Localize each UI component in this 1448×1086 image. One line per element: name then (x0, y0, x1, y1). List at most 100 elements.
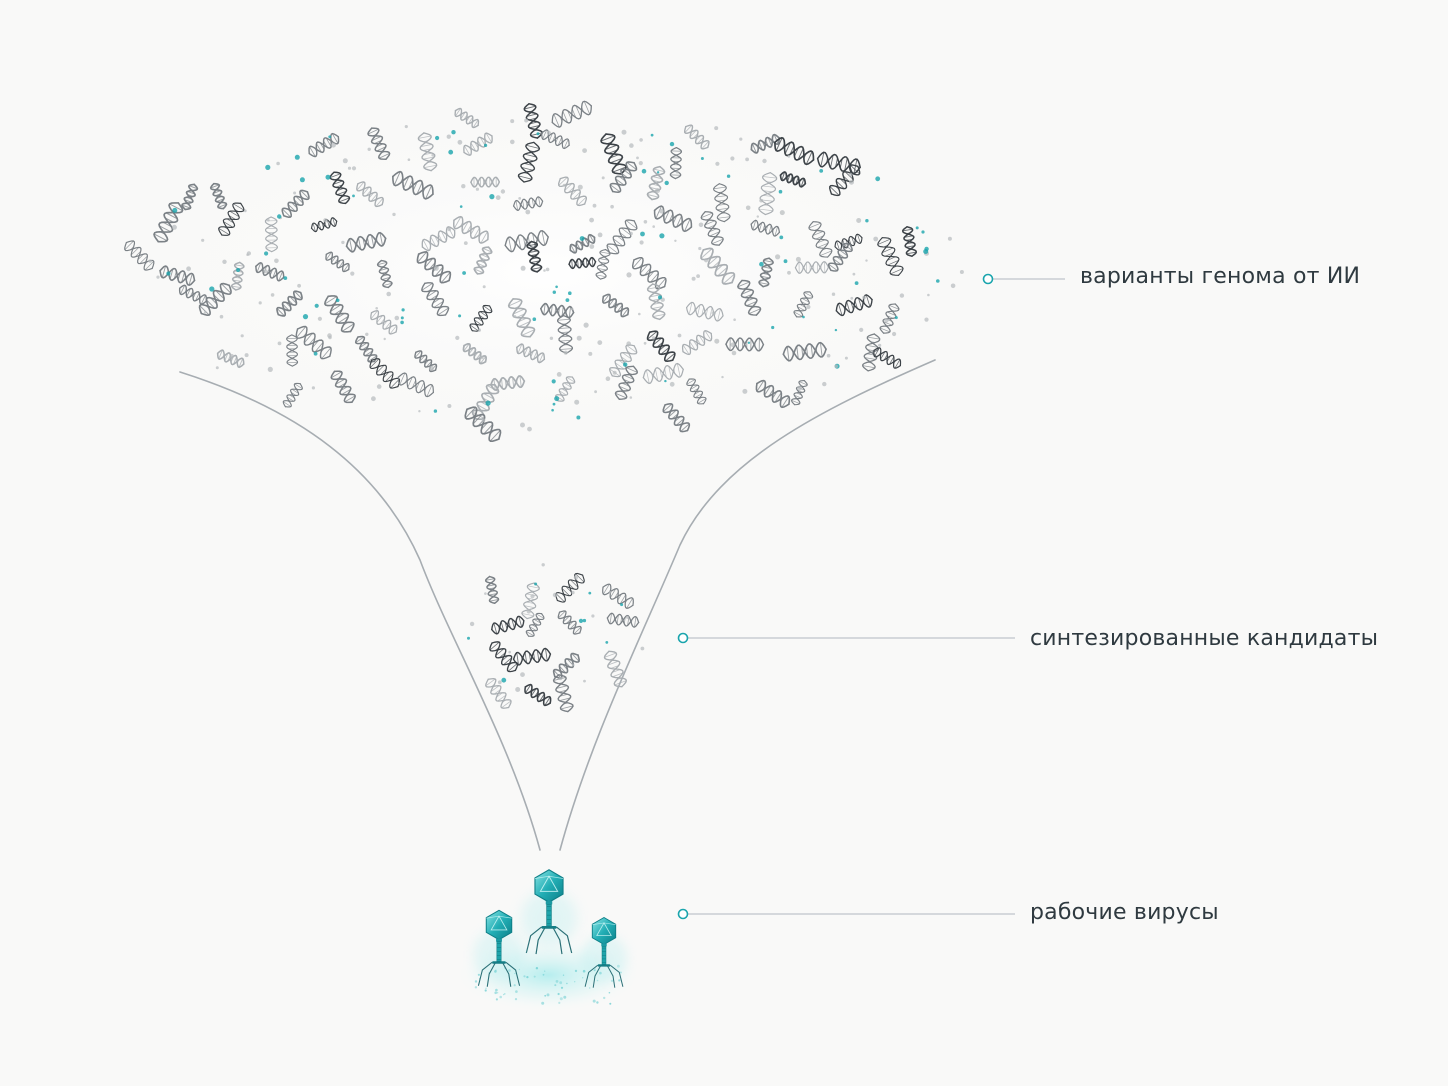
particle-dot (375, 307, 379, 310)
dna-helix-icon (829, 164, 861, 197)
particle-dot (270, 293, 275, 297)
particle-dot (577, 184, 583, 190)
particle-dot (485, 987, 487, 990)
particle-dot (783, 259, 788, 264)
dna-helix-icon (345, 231, 387, 253)
particle-dot (469, 621, 475, 627)
particle-dot (626, 272, 632, 278)
particle-dot (526, 976, 529, 979)
particle-dot (495, 195, 501, 201)
particle-dot (779, 210, 785, 216)
particle-dot (726, 174, 731, 178)
dna-helix-icon (608, 344, 638, 378)
particle-dot (554, 984, 557, 987)
particle-dot (892, 331, 897, 337)
particle-dot (809, 297, 813, 300)
dna-helix-icon (569, 233, 596, 254)
dna-helix-icon (737, 279, 762, 316)
particle-dot (565, 298, 570, 302)
particle-dot (618, 979, 621, 982)
dna-helix-icon (873, 347, 902, 369)
particle-dot (582, 977, 584, 979)
dna-helix-icon (276, 290, 303, 317)
dna-helix-icon (464, 406, 502, 443)
dna-helix-icon (491, 615, 525, 635)
particle-dot (696, 274, 700, 278)
particle-dot (555, 285, 558, 289)
working-viruses-group (453, 869, 643, 1013)
particle-dot (597, 340, 603, 345)
dna-helix-icon (686, 378, 707, 405)
particle-dot (541, 1001, 545, 1005)
particle-dot (656, 171, 660, 174)
particle-dot (219, 314, 224, 319)
particle-dot (463, 241, 468, 246)
particle-dot (433, 265, 439, 271)
particle-dot (601, 176, 605, 180)
particle-dot (849, 179, 854, 185)
particle-dot (664, 180, 669, 186)
dna-helix-icon (504, 229, 549, 253)
ring-marker-icon (982, 273, 994, 285)
particle-dot (525, 209, 531, 215)
dna-helix-icon (614, 365, 639, 400)
particle-dot (544, 970, 546, 972)
particle-dot (640, 646, 645, 651)
dna-helix-icon (325, 251, 350, 273)
particle-dot (639, 138, 643, 142)
funnel-right-line (559, 359, 936, 851)
dna-helix-icon (568, 256, 597, 270)
particle-dot (446, 134, 451, 139)
bacteriophage-icon (473, 909, 525, 987)
dna-helix-icon (779, 171, 807, 188)
dna-helix-icon (774, 136, 815, 166)
particle-dot (819, 169, 824, 173)
particle-dot (433, 409, 438, 413)
particle-dot (209, 286, 215, 292)
particle-dot (714, 338, 720, 344)
dna-helix-icon (755, 379, 791, 409)
dna-helix-icon (198, 282, 232, 317)
particle-dot (664, 379, 667, 383)
dna-helix-icon (794, 261, 829, 274)
particle-dot (495, 988, 498, 992)
particle-dot (530, 594, 535, 599)
funnel-left-line (179, 371, 541, 851)
dna-helix-icon (877, 237, 904, 276)
particle-dot (711, 311, 716, 316)
dna-helix-icon (861, 333, 881, 372)
particle-dot (802, 315, 805, 319)
particle-dot (775, 254, 781, 260)
particle-dot (489, 194, 495, 200)
particle-dot (552, 592, 558, 598)
dna-helix-icon (700, 247, 736, 285)
particle-dot (467, 636, 470, 640)
leader-lines (677, 273, 1065, 920)
particle-dot (510, 119, 515, 124)
particle-dot (203, 311, 207, 314)
particle-dot (759, 261, 764, 267)
particle-dot (342, 158, 348, 164)
particle-dot (350, 271, 355, 276)
particle-dot (555, 980, 559, 983)
particle-dot (475, 187, 479, 191)
dna-helix-icon (808, 221, 833, 258)
particle-dot (447, 227, 451, 232)
particle-dot (597, 232, 603, 238)
particle-dot (552, 290, 556, 294)
particle-dot (582, 148, 587, 154)
particle-dot (546, 130, 551, 135)
particle-dot (166, 271, 171, 276)
particle-dot (605, 641, 609, 644)
particle-dot (559, 997, 563, 1001)
particle-dot (655, 188, 661, 194)
particle-dot (376, 384, 382, 389)
dna-helix-icon (600, 133, 628, 175)
particle-dot (274, 258, 279, 264)
particle-dot (854, 281, 859, 285)
dna-helix-icon (646, 283, 666, 321)
particle-dot (834, 364, 838, 369)
particle-dot (479, 355, 484, 360)
particle-dot (831, 292, 836, 296)
dna-helix-icon (835, 294, 873, 317)
